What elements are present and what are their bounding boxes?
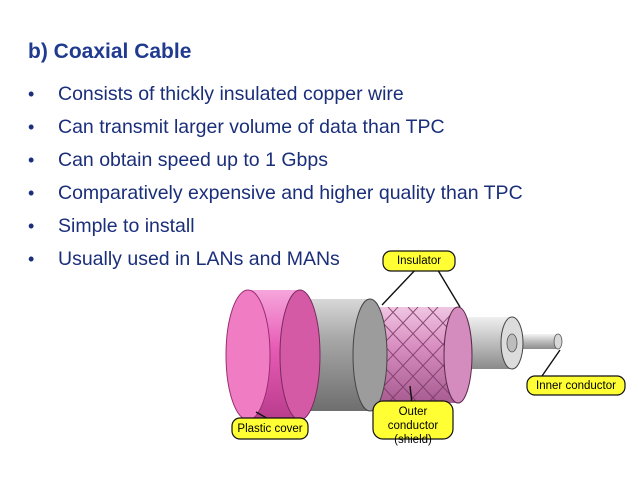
insulator-label: Insulator <box>396 255 442 267</box>
bullet-text: Comparatively expensive and higher quali… <box>58 182 523 204</box>
bullet-text: Simple to install <box>58 215 195 237</box>
bullet-marker: • <box>28 117 35 137</box>
outer-conductor-label-line1: Outer conductor <box>387 406 439 432</box>
bullet-marker: • <box>28 249 35 269</box>
bullet-item: • Can obtain speed up to 1 Gbps <box>28 144 523 177</box>
bullet-marker: • <box>28 84 35 104</box>
bullet-item: • Simple to install <box>28 210 523 243</box>
bullet-marker: • <box>28 216 35 236</box>
bullet-text: Can transmit larger volume of data than … <box>58 116 445 138</box>
inner-conductor-label: Inner conductor <box>536 380 616 392</box>
bullet-item: • Comparatively expensive and higher qual… <box>28 177 523 210</box>
bullet-item: • Consists of thickly insulated copper wi… <box>28 78 523 111</box>
outer-conductor-label: Outer conductor (shield) <box>373 405 453 447</box>
bullet-text: Usually used in LANs and MANs <box>58 248 340 270</box>
outer-conductor-label-line2: (shield) <box>394 434 432 446</box>
bullet-item: • Usually used in LANs and MANs <box>28 243 523 276</box>
plastic-cover <box>225 289 321 421</box>
label-bubbles <box>231 250 626 440</box>
bullet-text: Consists of thickly insulated copper wir… <box>58 83 404 105</box>
bullet-marker: • <box>28 150 35 170</box>
slide-title: b) Coaxial Cable <box>28 40 192 63</box>
bullet-list: • Consists of thickly insulated copper wi… <box>28 78 523 276</box>
bullet-marker: • <box>28 183 35 203</box>
callout-lines <box>255 266 561 421</box>
plastic-cover-label: Plastic cover <box>237 423 303 435</box>
bullet-text: Can obtain speed up to 1 Gbps <box>58 149 328 171</box>
bullet-item: • Can transmit larger volume of data than… <box>28 111 523 144</box>
